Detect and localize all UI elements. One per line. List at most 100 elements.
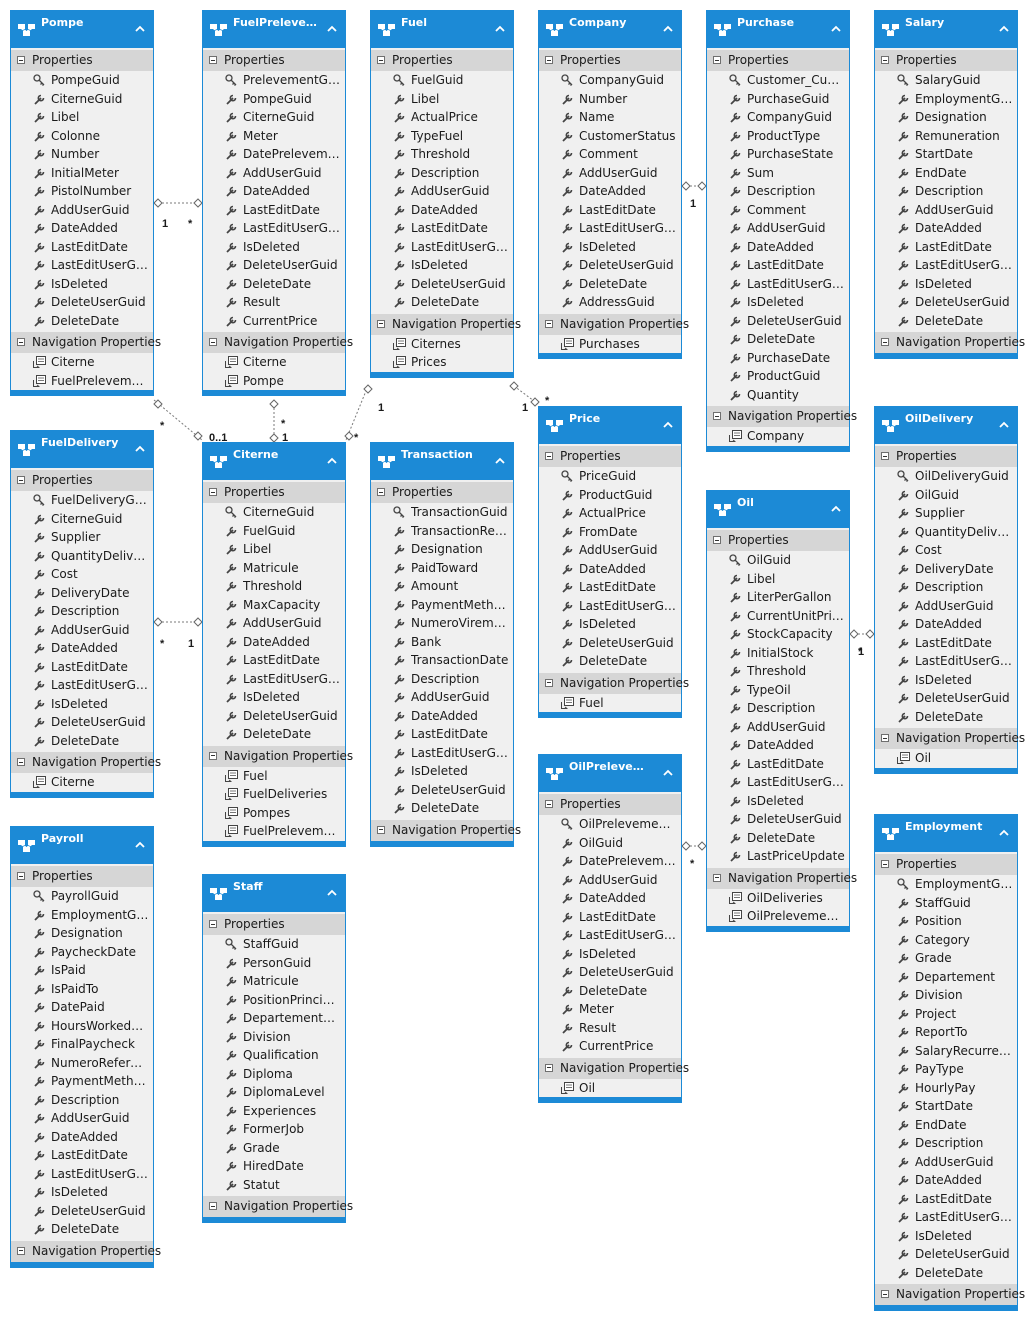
- property-row[interactable]: IsDeleted: [875, 1227, 1017, 1246]
- entity-header[interactable]: Fuel: [371, 11, 513, 48]
- property-row[interactable]: CustomerStatus: [539, 127, 681, 146]
- property-row[interactable]: LastEditDate: [707, 755, 849, 774]
- property-row[interactable]: DeleteDate: [539, 652, 681, 671]
- entity-header[interactable]: Purchase: [707, 11, 849, 48]
- property-row[interactable]: LastEditDate: [707, 256, 849, 275]
- property-row[interactable]: LiterPerGallon: [707, 588, 849, 607]
- property-row[interactable]: Remuneration: [875, 127, 1017, 146]
- property-row[interactable]: LastEditUserGuid: [875, 256, 1017, 275]
- navigation-row[interactable]: Oil: [875, 749, 1017, 768]
- property-row[interactable]: DeleteDate: [707, 829, 849, 848]
- collapse-section-icon[interactable]: [881, 1290, 889, 1298]
- collapse-section-icon[interactable]: [713, 56, 721, 64]
- navigation-section-header[interactable]: Navigation Properties: [11, 332, 161, 353]
- property-row[interactable]: CiterneGuid: [11, 510, 153, 529]
- property-row[interactable]: Result: [539, 1019, 681, 1038]
- property-row[interactable]: Sum: [707, 164, 849, 183]
- property-row[interactable]: IsDeleted: [875, 671, 1017, 690]
- property-row[interactable]: OilGuid: [707, 551, 849, 570]
- property-row[interactable]: CurrentPrice: [203, 312, 345, 331]
- property-row[interactable]: Customer_Custo...: [707, 71, 849, 90]
- property-row[interactable]: Cost: [875, 541, 1017, 560]
- property-row[interactable]: Description: [707, 182, 849, 201]
- properties-section-header[interactable]: Properties: [539, 446, 681, 467]
- navigation-row[interactable]: Prices: [371, 353, 513, 372]
- collapse-chevron-icon[interactable]: [495, 451, 505, 464]
- property-row[interactable]: DeleteUserGuid: [203, 707, 345, 726]
- entity-header[interactable]: Price: [539, 407, 681, 444]
- property-row[interactable]: LastEditUserGuid: [203, 670, 345, 689]
- collapse-section-icon[interactable]: [209, 56, 217, 64]
- property-row[interactable]: DeleteUserGuid: [11, 293, 153, 312]
- property-row[interactable]: OilDeliveryGuid: [875, 467, 1017, 486]
- property-row[interactable]: DatePrelevement: [203, 145, 345, 164]
- property-row[interactable]: DeleteUserGuid: [707, 312, 849, 331]
- navigation-row[interactable]: Pompe: [203, 372, 345, 391]
- property-row[interactable]: ReportTo: [875, 1023, 1017, 1042]
- property-row[interactable]: IsDeleted: [371, 762, 513, 781]
- property-row[interactable]: Description: [875, 182, 1017, 201]
- property-row[interactable]: TransactionRefer...: [371, 522, 513, 541]
- property-row[interactable]: Quantity: [707, 386, 849, 405]
- entity-header[interactable]: Payroll: [11, 827, 153, 864]
- navigation-section-header[interactable]: Navigation Properties: [203, 1196, 353, 1217]
- property-row[interactable]: AddUserGuid: [707, 219, 849, 238]
- property-row[interactable]: DateAdded: [203, 633, 345, 652]
- property-row[interactable]: DateAdded: [11, 219, 153, 238]
- navigation-row[interactable]: Fuel: [203, 767, 345, 786]
- property-row[interactable]: IsDeleted: [707, 792, 849, 811]
- property-row[interactable]: DateAdded: [11, 639, 153, 658]
- property-row[interactable]: IsDeleted: [539, 615, 681, 634]
- property-row[interactable]: Description: [707, 699, 849, 718]
- collapse-section-icon[interactable]: [17, 1246, 25, 1255]
- property-row[interactable]: EmploymentGuid: [875, 875, 1017, 894]
- property-row[interactable]: LastEditUserGuid: [371, 238, 513, 257]
- property-row[interactable]: IsDeleted: [203, 688, 345, 707]
- property-row[interactable]: LastEditDate: [371, 219, 513, 238]
- property-row[interactable]: SalaryGuid: [875, 71, 1017, 90]
- entity-header[interactable]: OilPrelevement: [539, 755, 681, 792]
- property-row[interactable]: StartDate: [875, 1097, 1017, 1116]
- navigation-row[interactable]: OilPrelevements: [707, 907, 849, 926]
- collapse-chevron-icon[interactable]: [135, 19, 145, 32]
- property-row[interactable]: TransactionGuid: [371, 503, 513, 522]
- navigation-section-header[interactable]: Navigation Properties: [875, 1284, 1025, 1305]
- property-row[interactable]: StaffGuid: [875, 894, 1017, 913]
- property-row[interactable]: EmploymentGuid: [11, 906, 153, 925]
- property-row[interactable]: HourlyPay: [875, 1079, 1017, 1098]
- property-row[interactable]: DeleteDate: [11, 1220, 153, 1239]
- entity-header[interactable]: Transaction: [371, 443, 513, 480]
- property-row[interactable]: NumeroReference: [11, 1054, 153, 1073]
- properties-section-header[interactable]: Properties: [707, 530, 849, 551]
- property-row[interactable]: IsDeleted: [707, 293, 849, 312]
- navigation-section-header[interactable]: Navigation Properties: [539, 313, 689, 335]
- property-row[interactable]: DeliveryDate: [875, 560, 1017, 579]
- property-row[interactable]: LastEditUserGuid: [539, 926, 681, 945]
- property-row[interactable]: LastEditUserGuid: [539, 597, 681, 616]
- property-row[interactable]: Category: [875, 931, 1017, 950]
- property-row[interactable]: LastEditUserGuid: [707, 275, 849, 294]
- property-row[interactable]: Libel: [203, 540, 345, 559]
- property-row[interactable]: DateAdded: [707, 238, 849, 257]
- property-row[interactable]: Supplier: [875, 504, 1017, 523]
- property-row[interactable]: DeleteDate: [539, 982, 681, 1001]
- property-row[interactable]: Designation: [371, 540, 513, 559]
- collapse-chevron-icon[interactable]: [831, 19, 841, 32]
- properties-section-header[interactable]: Properties: [203, 50, 345, 71]
- property-row[interactable]: StartDate: [875, 145, 1017, 164]
- entity-fuelprelevement[interactable]: FuelPrelevem...PropertiesPrelevementGuid…: [202, 10, 353, 396]
- property-row[interactable]: AddUserGuid: [875, 597, 1017, 616]
- property-row[interactable]: Description: [875, 578, 1017, 597]
- property-row[interactable]: IsDeleted: [371, 256, 513, 275]
- property-row[interactable]: DeleteDate: [203, 275, 345, 294]
- collapse-section-icon[interactable]: [17, 476, 25, 484]
- property-row[interactable]: EmploymentGuid: [875, 90, 1017, 109]
- property-row[interactable]: DateAdded: [371, 201, 513, 220]
- property-row[interactable]: AddUserGuid: [539, 164, 681, 183]
- property-row[interactable]: LastEditDate: [11, 238, 153, 257]
